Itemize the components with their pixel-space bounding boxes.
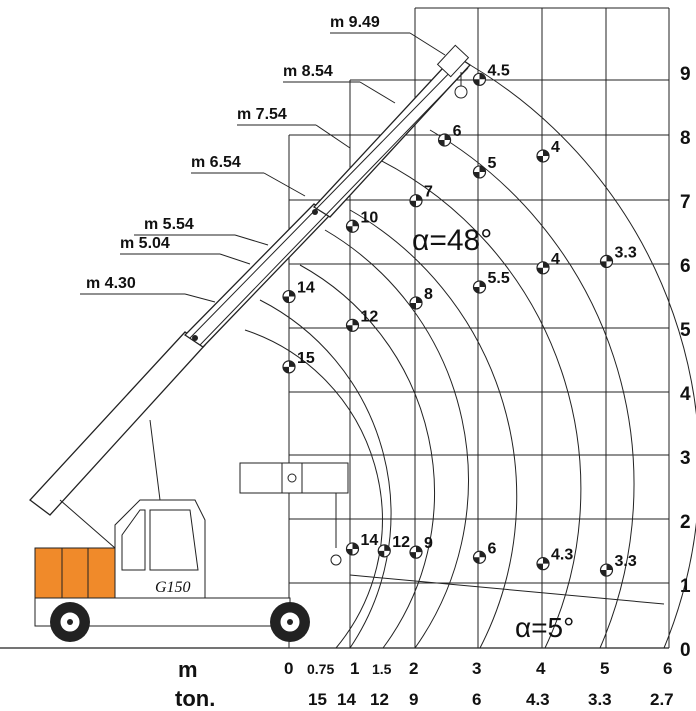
boom-length-label: m 4.30 (86, 275, 136, 292)
load-point-label: 4 (551, 139, 560, 156)
boom-length-labels: m 9.49 m 8.54 m 7.54 m 6.54 m 5.54 m 5.0… (80, 14, 446, 303)
front-wheel (50, 602, 90, 642)
load-tick: 9 (409, 690, 418, 709)
radius-arcs (244, 57, 696, 649)
load-point: 3.3 (599, 553, 637, 577)
angle-48-label: α=48° (412, 224, 492, 257)
load-point: 4.3 (536, 547, 573, 571)
radius-tick: 0.75 (307, 661, 334, 677)
load-axis: ton. 15 14 12 9 6 4.3 3.3 2.7 (175, 686, 674, 711)
load-point-label: 5 (488, 155, 497, 172)
radius-tick: 1 (350, 659, 359, 678)
load-tick: 14 (337, 690, 356, 709)
load-point-label: 4 (551, 251, 560, 268)
load-tick: 4.3 (526, 690, 550, 709)
load-point-label: 3.3 (615, 244, 637, 261)
load-point: 5.5 (472, 270, 510, 294)
radius-tick: 1.5 (372, 661, 392, 677)
truck-model: G150 (155, 579, 191, 596)
load-point: 14 (345, 532, 379, 556)
load-point-label: 5.5 (488, 270, 510, 287)
load-point: 9 (409, 535, 433, 559)
rear-wheel (270, 602, 310, 642)
load-point-label: 15 (297, 350, 315, 367)
load-point: 4.5 (472, 62, 510, 86)
boom-48 (29, 44, 471, 516)
load-tick: 3.3 (588, 690, 612, 709)
load-point: 3.3 (599, 244, 637, 269)
height-tick: 5 (680, 320, 691, 341)
boom-length-label: m 6.54 (191, 154, 241, 171)
height-tick: 1 (680, 576, 691, 597)
height-axis: 0 1 2 3 4 5 6 7 8 9 (680, 64, 691, 661)
boom-length-label: m 5.04 (120, 235, 170, 252)
load-point: 4 (536, 139, 560, 163)
radius-tick: 4 (536, 659, 546, 678)
load-point: 12 (377, 534, 410, 558)
load-point-label: 10 (361, 209, 379, 226)
load-point: 14 (282, 280, 315, 304)
load-point-label: 4.5 (488, 62, 510, 79)
load-point-label: 3.3 (615, 553, 637, 570)
load-point: 7 (409, 184, 433, 208)
load-points-48: 4.5 6 5 4 7 10 4 3.3 14 12 8 5.5 15 (282, 62, 637, 374)
boom-length-label: m 7.54 (237, 106, 287, 123)
radius-tick: 5 (600, 659, 609, 678)
height-tick: 7 (680, 192, 691, 213)
load-tick: 6 (472, 690, 481, 709)
load-point-label: 12 (392, 534, 410, 551)
boom-length-label: m 9.49 (330, 14, 380, 31)
load-points-5: 14 12 9 6 4.3 3.3 (345, 532, 637, 577)
load-point: 4 (536, 251, 560, 275)
boom-length-label: m 8.54 (283, 63, 333, 80)
load-point-label: 14 (297, 280, 315, 297)
radius-tick: 3 (472, 659, 481, 678)
radius-tick: 2 (409, 659, 418, 678)
height-tick: 2 (680, 512, 691, 533)
load-point-label: 14 (361, 532, 379, 549)
load-point: 6 (437, 123, 462, 147)
load-point: 10 (345, 209, 379, 233)
boom-length-label: m 5.54 (144, 216, 194, 233)
radius-axis: m 0 0.75 1 1.5 2 3 4 5 6 (178, 657, 672, 682)
radius-tick: 0 (284, 659, 293, 678)
crane-truck: G150 (34, 419, 310, 642)
load-point-label: 12 (361, 308, 379, 325)
load-point: 5 (472, 155, 497, 179)
height-tick: 0 (680, 640, 691, 661)
angle-5-label: α=5° (515, 612, 574, 643)
load-point-label: 8 (424, 286, 433, 303)
load-point-label: 7 (424, 184, 433, 201)
load-axis-label: ton. (175, 686, 215, 711)
load-point-label: 6 (453, 123, 462, 140)
boom-5 (239, 462, 349, 566)
radius-tick: 6 (663, 659, 672, 678)
load-point-label: 4.3 (551, 547, 573, 564)
load-tick: 12 (370, 690, 389, 709)
load-point-label: 9 (424, 535, 433, 552)
load-point-label: 6 (488, 540, 497, 557)
load-point: 6 (472, 540, 497, 564)
height-tick: 6 (680, 256, 691, 277)
counterweight (34, 547, 116, 599)
load-point: 15 (282, 350, 315, 374)
load-tick: 2.7 (650, 690, 674, 709)
height-tick: 9 (680, 64, 691, 85)
load-point: 12 (345, 308, 379, 332)
height-tick: 3 (680, 448, 691, 469)
load-tick: 15 (308, 690, 327, 709)
height-tick: 8 (680, 128, 691, 149)
radius-axis-label: m (178, 657, 198, 682)
load-point: 8 (409, 286, 433, 310)
height-tick: 4 (680, 384, 691, 405)
